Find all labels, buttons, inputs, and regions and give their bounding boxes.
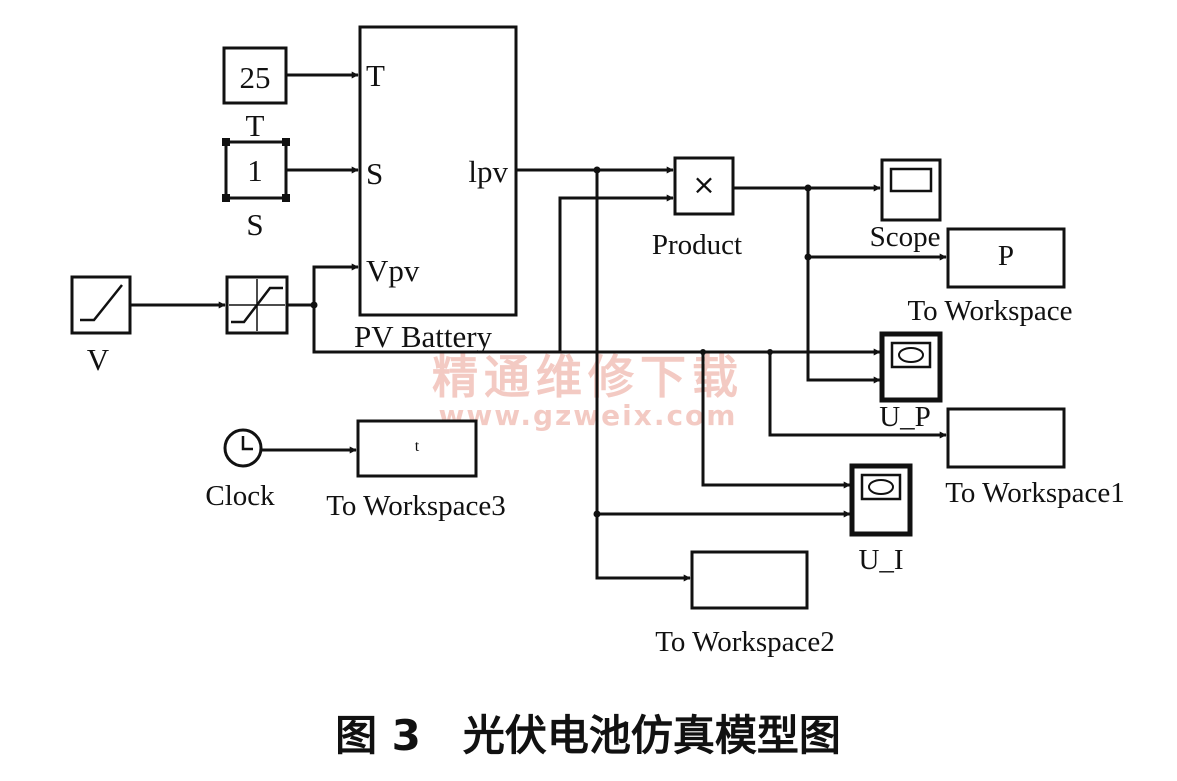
watermark-title: 精通维修下载 <box>432 350 744 404</box>
pv-port-s: S <box>366 156 383 191</box>
ramp-icon <box>80 284 123 322</box>
ui-scope-label: U_I <box>858 544 903 576</box>
junction-dot <box>700 349 706 355</box>
to-workspace1-label: To Workspace1 <box>945 477 1125 509</box>
ramp-block[interactable]: V <box>70 275 132 377</box>
to-workspace-block[interactable]: P To Workspace <box>907 227 1073 327</box>
pv-port-t: T <box>366 58 385 93</box>
constant-t-value: 25 <box>240 60 271 95</box>
pv-port-ipv: lpv <box>468 154 508 189</box>
wire-product-to-up <box>806 257 881 384</box>
selection-handle <box>282 138 290 146</box>
junction-dot <box>804 253 812 261</box>
watermark: 精通维修下载 www.gzweix.com <box>432 350 744 432</box>
product-label: Product <box>652 229 742 261</box>
constant-t-block[interactable]: 25 T <box>222 46 288 143</box>
scope-screen-icon <box>889 167 933 193</box>
selection-handle <box>222 194 230 202</box>
to-workspace-label: To Workspace <box>907 295 1072 327</box>
to-workspace3-value: t <box>415 438 420 455</box>
clock-block[interactable]: Clock <box>205 428 275 512</box>
pv-battery-block[interactable]: T S Vpv lpv PV Battery <box>354 25 518 354</box>
scope-label: Scope <box>870 221 941 253</box>
scope-screen-icon <box>890 341 932 369</box>
selection-handle <box>282 194 290 202</box>
constant-s-value: 1 <box>247 153 263 188</box>
product-block[interactable]: × Product <box>652 156 742 261</box>
junctions <box>310 166 812 518</box>
wire-v-to-tw1 <box>768 352 947 439</box>
to-workspace3-block[interactable]: t To Workspace3 <box>326 419 506 522</box>
wire-v-to-pv <box>288 263 359 307</box>
up-scope-block[interactable]: U_P <box>879 331 943 433</box>
to-workspace3-label: To Workspace3 <box>326 490 506 522</box>
to-workspace2-block[interactable]: To Workspace2 <box>655 550 835 658</box>
ramp-label: V <box>87 342 110 377</box>
wire-ipv-to-tw2 <box>595 170 691 582</box>
junction-dot <box>593 510 601 518</box>
watermark-url: www.gzweix.com <box>439 399 738 432</box>
ui-scope-block[interactable]: U_I <box>849 463 913 576</box>
junction-dot <box>593 166 601 174</box>
selection-handle <box>222 138 230 146</box>
to-workspace1-block[interactable]: To Workspace1 <box>945 407 1125 509</box>
scope-block[interactable]: Scope <box>870 158 942 253</box>
scope-trace-icon <box>868 479 894 495</box>
wire-v-to-ui <box>701 352 851 489</box>
constant-s-label: S <box>246 207 263 242</box>
saturation-icon <box>231 286 283 324</box>
multiply-icon: × <box>692 168 715 201</box>
clock-label: Clock <box>205 480 275 512</box>
junction-dot <box>310 301 318 309</box>
junction-dot <box>804 184 812 192</box>
constant-t-label: T <box>246 108 265 143</box>
wire-v-to-product <box>558 194 674 352</box>
saturation-block[interactable] <box>225 275 289 335</box>
to-workspace-value: P <box>998 240 1014 272</box>
pv-battery-label: PV Battery <box>354 319 493 354</box>
constant-s-block[interactable]: 1 S <box>222 138 290 242</box>
scope-screen-icon <box>860 473 902 501</box>
clock-hands <box>241 436 253 451</box>
wire-v-to-up <box>312 305 881 356</box>
up-scope-label: U_P <box>879 401 931 433</box>
junction-dot <box>767 349 773 355</box>
to-workspace2-label: To Workspace2 <box>655 626 835 658</box>
pv-port-vpv: Vpv <box>366 253 420 288</box>
scope-trace-icon <box>898 347 924 363</box>
figure-caption: 图 3 光伏电池仿真模型图 <box>335 711 841 760</box>
